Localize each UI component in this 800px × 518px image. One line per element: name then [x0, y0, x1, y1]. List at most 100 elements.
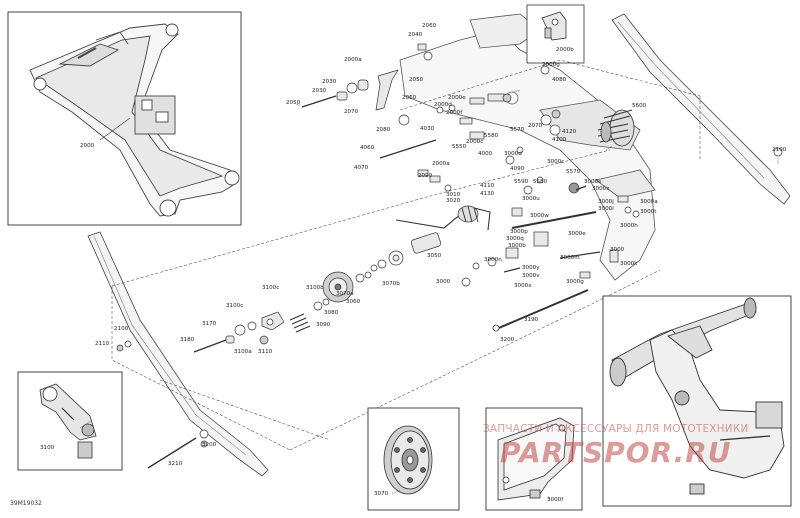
label-3000n[interactable]: 3000n: [484, 257, 502, 263]
label-3000c[interactable]: 3000c: [547, 159, 565, 165]
hardware-parts: [116, 43, 783, 469]
label-3210[interactable]: 3210: [168, 461, 183, 467]
label-3000j[interactable]: 3000j: [598, 199, 614, 205]
label-4090[interactable]: 4090: [510, 166, 525, 172]
label-1060[interactable]: 2060: [402, 95, 417, 101]
label-2000a-mid[interactable]: 2000a: [432, 161, 450, 167]
label-3070a[interactable]: 3070a: [336, 291, 354, 297]
label-3000t[interactable]: 3000t: [640, 209, 657, 215]
rear-axle-drawing: [609, 297, 785, 495]
label-5550[interactable]: 5550: [452, 144, 467, 150]
label-3000z[interactable]: 3000x: [514, 283, 532, 289]
label-5580-mid[interactable]: 5580: [533, 179, 548, 185]
label-2000f[interactable]: 2000f: [446, 110, 463, 116]
label-3070-inset[interactable]: 3070: [374, 491, 389, 497]
label-3110[interactable]: 3110: [258, 349, 273, 355]
label-4120[interactable]: 4120: [562, 129, 577, 135]
label-4100[interactable]: 4100: [552, 137, 567, 143]
label-1050[interactable]: 2050: [409, 77, 424, 83]
label-3100c[interactable]: 3100c: [262, 285, 280, 291]
label-5570-mid[interactable]: 5570: [566, 169, 581, 175]
label-2000d[interactable]: 2000d: [434, 102, 452, 108]
bracket-3000f-drawing: [497, 417, 575, 501]
label-2000b[interactable]: 2000b: [556, 47, 574, 53]
label-3100-inset[interactable]: 3100: [40, 445, 55, 451]
label-2100[interactable]: 2100: [114, 326, 129, 332]
label-3120[interactable]: 2100: [772, 147, 787, 153]
label-3000p[interactable]: 3000p: [510, 229, 528, 235]
label-2040[interactable]: 2040: [408, 32, 423, 38]
label-2030b[interactable]: 2030: [312, 88, 327, 94]
label-3020[interactable]: 3020: [446, 198, 461, 204]
label-3000v[interactable]: 3000v: [522, 273, 540, 279]
label-5570-top[interactable]: 5570: [510, 127, 525, 133]
label-3000x[interactable]: 3000x: [592, 186, 610, 192]
wheel-3070-drawing: [383, 425, 433, 495]
label-3000q[interactable]: 3000q: [506, 236, 524, 242]
label-3000i[interactable]: 3000i: [598, 206, 614, 212]
label-2000a-top[interactable]: 2000a: [344, 57, 362, 63]
label-3050[interactable]: 3050: [427, 253, 442, 259]
label-2000-arm[interactable]: 2000: [80, 143, 95, 149]
label-3100a[interactable]: 3100a: [234, 349, 252, 355]
label-3000h[interactable]: 3000h: [620, 223, 638, 229]
label-3000b[interactable]: 3000b: [508, 243, 526, 249]
label-4060[interactable]: 4060: [360, 145, 375, 151]
label-2070[interactable]: 2070: [528, 123, 543, 129]
label-3060[interactable]: 3060: [346, 299, 361, 305]
leader-2000: [99, 117, 131, 141]
bracket-2000b-drawing: [541, 11, 567, 41]
label-3000-lower[interactable]: 3000: [436, 279, 451, 285]
label-3090[interactable]: 3090: [316, 322, 331, 328]
label-3000f-inset[interactable]: 3000f: [547, 497, 564, 503]
label-2090[interactable]: 2090: [418, 173, 433, 179]
label-3080[interactable]: 3080: [324, 310, 339, 316]
diagram-code: 39M19032: [10, 500, 42, 507]
label-4000[interactable]: 4000: [478, 151, 493, 157]
label-3000m[interactable]: 3000m: [560, 255, 580, 261]
label-2000c[interactable]: 2000c: [466, 139, 484, 145]
watermark-logo-text: PARTSPOR.RU: [500, 436, 732, 468]
label-3010[interactable]: 3010: [446, 192, 461, 198]
label-2030[interactable]: 2030: [322, 79, 337, 85]
label-3000e[interactable]: 3000e: [568, 231, 586, 237]
label-2000e[interactable]: 2000e: [448, 95, 466, 101]
label-4070[interactable]: 4070: [354, 165, 369, 171]
label-3000g[interactable]: 3000g: [566, 279, 584, 285]
label-3000s[interactable]: 3000s: [584, 179, 602, 185]
label-4030[interactable]: 4030: [420, 126, 435, 132]
label-3100c-b[interactable]: 3100c: [226, 303, 244, 309]
label-3000a[interactable]: 3000a: [640, 199, 658, 205]
label-3000-right[interactable]: 3000: [610, 247, 625, 253]
label-3000d[interactable]: 3000d: [504, 151, 522, 157]
label-5580-top[interactable]: 5580: [484, 133, 499, 139]
label-1080[interactable]: 2080: [376, 127, 391, 133]
rear-arm-drawing: [29, 23, 240, 217]
label-3000w[interactable]: 3000w: [530, 213, 549, 219]
label-3170[interactable]: 3170: [202, 321, 217, 327]
label-1070[interactable]: 2070: [344, 109, 359, 115]
label-3100b[interactable]: 3100b: [306, 285, 324, 291]
label-2060[interactable]: 2060: [422, 23, 437, 29]
label-3070b[interactable]: 3070b: [382, 281, 400, 287]
label-3190[interactable]: 3190: [524, 317, 539, 323]
label-3200-low[interactable]: 3200: [202, 442, 217, 448]
label-4080[interactable]: 4080: [552, 77, 567, 83]
label-5600[interactable]: 5600: [632, 103, 647, 109]
left-slide-rail: [87, 231, 269, 477]
label-3000u[interactable]: 3000u: [522, 196, 540, 202]
label-3000k[interactable]: 3000k: [620, 261, 638, 267]
label-3200-mid[interactable]: 3200: [500, 337, 515, 343]
label-3000y[interactable]: 3000y: [522, 265, 540, 271]
assembly-dashed-outline: [111, 59, 701, 451]
label-4130[interactable]: 4130: [480, 191, 495, 197]
arm-3100-drawing: [39, 383, 97, 459]
label-5590[interactable]: 5590: [514, 179, 529, 185]
label-3180[interactable]: 3180: [180, 337, 195, 343]
label-4110[interactable]: 4110: [480, 183, 495, 189]
label-2110[interactable]: 2110: [95, 341, 110, 347]
coil-spring-5600: [597, 109, 635, 147]
watermark-logo: PARTSPOR.RU: [500, 436, 732, 468]
label-2050[interactable]: 2050: [286, 100, 301, 106]
label-2000g[interactable]: 2000g: [542, 62, 560, 68]
